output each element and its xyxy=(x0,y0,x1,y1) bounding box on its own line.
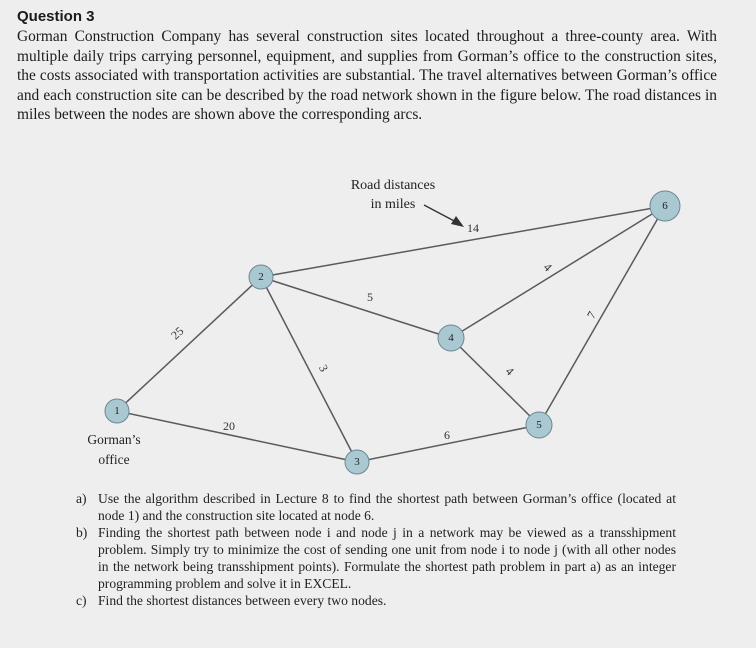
question-title: Question 3 xyxy=(17,8,95,25)
part-text: Find the shortest distances between ever… xyxy=(98,593,387,608)
question-part-c: c) Find the shortest distances between e… xyxy=(76,592,676,609)
part-marker: c) xyxy=(76,593,87,608)
node-3: 3 xyxy=(344,449,370,475)
question-part-a: a) Use the algorithm described in Lectur… xyxy=(76,490,676,524)
edge-1-2 xyxy=(116,276,262,412)
node-5: 5 xyxy=(525,411,553,439)
part-marker: b) xyxy=(76,525,88,540)
svg-text:1: 1 xyxy=(114,405,120,417)
node-6: 6 xyxy=(649,190,681,222)
svg-text:2: 2 xyxy=(258,271,264,283)
distance-label-1-2: 25 xyxy=(168,324,186,342)
part-text: Finding the shortest path between node i… xyxy=(98,525,676,591)
distance-label-4-6: 4 xyxy=(541,260,555,274)
edge-4-5 xyxy=(450,337,540,426)
edge-2-6 xyxy=(260,205,666,278)
edge-3-5 xyxy=(356,424,540,463)
question-part-b: b) Finding the shortest path between nod… xyxy=(76,524,676,592)
distance-label-2-4: 5 xyxy=(367,290,373,304)
svg-text:3: 3 xyxy=(354,456,360,468)
edge-5-6 xyxy=(538,205,666,426)
edge-4-6 xyxy=(450,205,666,339)
distance-label-1-3: 20 xyxy=(223,419,235,433)
diagram-caption-line1: Road distances xyxy=(351,178,435,193)
distance-label-2-3: 3 xyxy=(316,362,331,374)
caption-arrow-icon xyxy=(423,204,464,227)
svg-text:5: 5 xyxy=(536,419,542,431)
node-2: 2 xyxy=(248,264,274,290)
svg-text:4: 4 xyxy=(448,332,454,344)
distance-label-4-5: 4 xyxy=(503,364,517,378)
edge-1-3 xyxy=(116,410,358,463)
edge-2-3 xyxy=(260,276,358,463)
question-intro: Gorman Construction Company has several … xyxy=(17,28,717,123)
diagram-caption-line2: in miles xyxy=(371,197,416,212)
node-4: 4 xyxy=(437,324,465,352)
node-1: 1 xyxy=(104,398,130,424)
distance-label-2-6: 14 xyxy=(467,221,479,235)
office-label-line1: Gorman’s xyxy=(87,432,140,447)
edge-2-4 xyxy=(260,276,452,339)
part-text: Use the algorithm described in Lecture 8… xyxy=(98,491,676,523)
distance-label-3-5: 6 xyxy=(444,428,450,442)
svg-text:6: 6 xyxy=(662,200,668,212)
part-marker: a) xyxy=(76,491,87,506)
distance-label-5-6: 7 xyxy=(584,309,599,321)
office-label-line2: office xyxy=(98,452,129,467)
question-parts-list: a) Use the algorithm described in Lectur… xyxy=(76,490,676,609)
